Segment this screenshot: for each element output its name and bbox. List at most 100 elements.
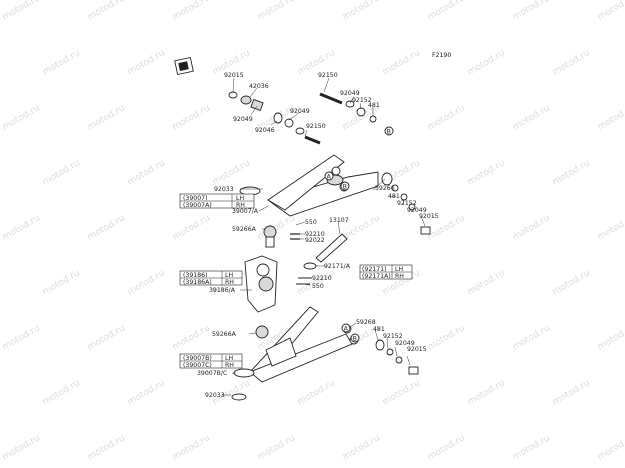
watermark-text: motod.ru <box>426 103 467 132</box>
lower-a-arm <box>231 306 419 401</box>
callout-92152-mid: 92152 <box>397 200 417 207</box>
callout-92015-mid: 92015 <box>419 213 439 220</box>
watermark-text: motod.ru <box>211 158 252 187</box>
watermark-text: motod.ru <box>41 158 82 187</box>
watermark-text: motod.ru <box>126 158 167 187</box>
callouts: 92015 42036 92150 92049 92049 92152 481 … <box>197 72 439 399</box>
watermark-text: motod.ru <box>381 48 422 77</box>
callout-481-mid: 481 <box>388 193 400 200</box>
watermark-text: motod.ru <box>596 433 625 462</box>
watermark-text: motod.ru <box>596 213 625 242</box>
callout-550-bot: 550 <box>312 283 324 290</box>
lower-arm-lh-code: (39007B) <box>183 355 212 362</box>
watermark-text: motod.ru <box>1 103 42 132</box>
watermark-text: motod.ru <box>511 0 552 23</box>
knuckle-rh-side: RH <box>225 279 234 286</box>
watermark-text: motod.ru <box>551 158 592 187</box>
lower-arm-rh-code: (39007C) <box>183 362 212 369</box>
callout-92210-bot: 92210 <box>312 275 332 282</box>
watermark-text: motod.ru <box>341 0 382 23</box>
notebook-icon <box>174 56 194 76</box>
watermark-text: motod.ru <box>1 213 42 242</box>
leader-lines <box>222 77 426 396</box>
callout-39007bc: 39007B/C <box>197 370 227 377</box>
watermark-text: motod.ru <box>551 378 592 407</box>
lower-arm-rh-side: RH <box>225 362 234 369</box>
watermark-text: motod.ru <box>256 433 297 462</box>
callout-92150-top: 92150 <box>318 72 338 79</box>
callout-39007a: 39007/A <box>232 208 259 215</box>
callout-59266a-top: 59266A <box>232 226 257 233</box>
watermark-text: motod.ru <box>171 433 212 462</box>
side-box-hub: (92171) LH (92171A) RH <box>359 264 413 280</box>
watermark-text: motod.ru <box>86 323 127 352</box>
watermark-text: motod.ru <box>126 268 167 297</box>
callout-59266-top: 59266 <box>375 185 395 192</box>
watermark-text: motod.ru <box>126 48 167 77</box>
watermark-text: motod.ru <box>426 433 467 462</box>
callout-92152-top: 92152 <box>352 97 372 104</box>
watermark-text: motod.ru <box>256 213 297 242</box>
watermark-text: motod.ru <box>551 48 592 77</box>
watermark-text: motod.ru <box>86 103 127 132</box>
watermark-text: motod.ru <box>171 103 212 132</box>
watermark-text: motod.ru <box>171 213 212 242</box>
callout-550-top: 550 <box>305 219 317 226</box>
side-box-upper-arm: (39007) LH (39007A) RH <box>179 193 255 209</box>
callout-59268: 59268 <box>356 319 376 326</box>
watermark-text: motod.ru <box>171 323 212 352</box>
watermark-text: motod.ru <box>86 433 127 462</box>
callout-39186a: 39186/A <box>209 287 236 294</box>
watermark-text: motod.ru <box>596 323 625 352</box>
upper-arm-lh-side: LH <box>236 195 244 202</box>
watermark-text: motod.ru <box>1 0 42 23</box>
callout-92049-c: 92049 <box>233 116 253 123</box>
callout-481-top: 481 <box>368 102 380 109</box>
callout-92049-a: 92049 <box>340 90 360 97</box>
callout-92022: 92022 <box>305 237 325 244</box>
side-box-lower-arm: (39007B) LH (39007C) RH <box>179 353 243 369</box>
hub-lh-side: LH <box>395 266 403 273</box>
upper-arm-rh-code: (39007A) <box>183 202 212 209</box>
callout-92033-bot: 92033 <box>205 392 225 399</box>
callout-92033-top: 92033 <box>214 186 234 193</box>
watermark-text: motod.ru <box>466 48 507 77</box>
callout-481-bot: 481 <box>373 326 385 333</box>
watermark-text: motod.ru <box>466 268 507 297</box>
watermark-text: motod.ru <box>551 268 592 297</box>
watermark-text: motod.ru <box>41 48 82 77</box>
callout-92046: 92046 <box>255 127 275 134</box>
lower-arm-lh-side: LH <box>225 355 233 362</box>
watermark-text: motod.ru <box>1 323 42 352</box>
marker-a-upper: A <box>327 173 332 180</box>
watermark-text: motod.ru <box>596 103 625 132</box>
knuckle-lh-side: LH <box>225 272 233 279</box>
callout-42036: 42036 <box>249 83 269 90</box>
figure-code: F2190 <box>432 52 451 59</box>
callout-92015-top: 92015 <box>224 72 244 79</box>
hub-rh-side: RH <box>395 273 404 280</box>
marker-a-lower: A <box>344 325 349 332</box>
upper-arm-rh-side: RH <box>236 202 245 209</box>
watermark-text: motod.ru <box>511 213 552 242</box>
watermark-text: motod.ru <box>86 0 127 23</box>
watermark-text: motod.ru <box>466 378 507 407</box>
watermark-text: motod.ru <box>511 433 552 462</box>
watermark-text: motod.ru <box>296 378 337 407</box>
side-box-knuckle: (39186) LH (39186A) RH <box>179 270 243 286</box>
callout-92049-b: 92049 <box>290 108 310 115</box>
callout-92049-mid: 92049 <box>407 207 427 214</box>
watermark-text: motod.ru <box>511 103 552 132</box>
callout-13107: 13107 <box>329 217 349 224</box>
watermark-text: motod.ru <box>511 323 552 352</box>
marker-b-upper: B <box>343 183 347 190</box>
hub-rh-code: (92171A) <box>362 273 391 280</box>
callout-92210-top: 92210 <box>305 231 325 238</box>
watermark-text: motod.ru <box>381 378 422 407</box>
callout-92152-bot: 92152 <box>383 333 403 340</box>
marker-b-top: B <box>387 128 391 135</box>
watermark-text: motod.ru <box>171 0 212 23</box>
callout-92049-bot: 92049 <box>395 340 415 347</box>
watermark-text: motod.ru <box>341 433 382 462</box>
